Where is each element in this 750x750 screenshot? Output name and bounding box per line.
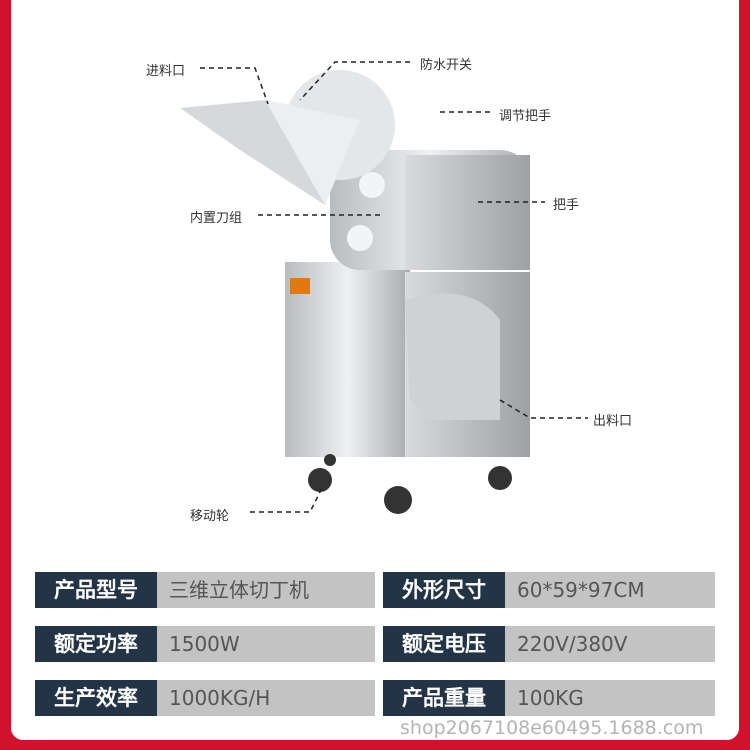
spec-value: 60*59*97CM	[505, 572, 715, 608]
spec-label: 外形尺寸	[383, 572, 505, 608]
dicing-machine-image	[180, 61, 588, 514]
label-casters: 移动轮	[190, 509, 230, 524]
spec-value: 三维立体切丁机	[157, 572, 375, 608]
label-feed-inlet: 进料口	[146, 64, 186, 79]
spec-row: 生产效率 1000KG/H 产品重量 100KG	[35, 680, 715, 716]
spec-row: 产品型号 三维立体切丁机 外形尺寸 60*59*97CM	[35, 572, 715, 608]
label-handle: 把手	[553, 198, 580, 213]
watermark: shop2067108e60495.1688.com	[400, 717, 704, 739]
spec-label: 产品重量	[383, 680, 505, 716]
spec-label: 额定功率	[35, 626, 157, 662]
label-waterproof-switch: 防水开关	[420, 58, 473, 73]
spec-value: 1000KG/H	[157, 680, 375, 716]
spec-value: 1500W	[157, 626, 375, 662]
spec-row: 额定功率 1500W 额定电压 220V/380V	[35, 626, 715, 662]
label-built-in-blades: 内置刀组	[190, 211, 243, 226]
label-outlet: 出料口	[593, 414, 633, 429]
spec-label: 额定电压	[383, 626, 505, 662]
spec-label: 产品型号	[35, 572, 157, 608]
spec-value: 220V/380V	[505, 626, 715, 662]
spec-label: 生产效率	[35, 680, 157, 716]
spec-value: 100KG	[505, 680, 715, 716]
label-adjust-handle: 调节把手	[499, 109, 552, 124]
